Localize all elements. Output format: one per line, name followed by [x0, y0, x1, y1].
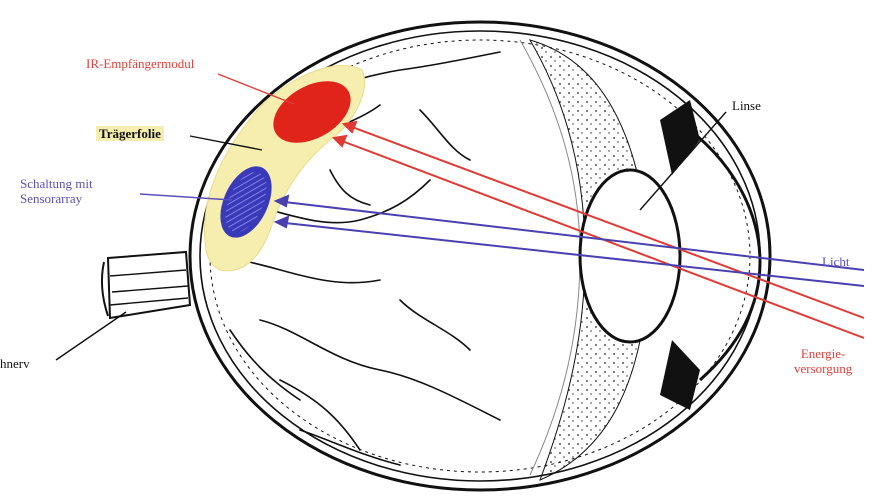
label-carrier-foil: Trägerfolie: [96, 126, 164, 141]
label-lens: Linse: [732, 98, 761, 113]
label-optic-nerve: hnerv: [0, 356, 30, 371]
label-circuit-line2: Sensorarray: [20, 191, 93, 206]
label-ir-receiver-module: IR-Empfängermodul: [86, 56, 194, 71]
label-circuit-sensor-array: Schaltung mit Sensorarray: [20, 176, 93, 206]
label-energy-line1: Energie-: [794, 346, 852, 361]
label-energy-supply: Energie- versorgung: [794, 346, 852, 376]
optic-nerve: [102, 252, 190, 318]
label-light: Licht: [822, 254, 849, 269]
carrier-foil-highlight: Trägerfolie: [96, 126, 164, 141]
label-energy-line2: versorgung: [794, 361, 852, 376]
label-circuit-line1: Schaltung mit: [20, 176, 93, 191]
